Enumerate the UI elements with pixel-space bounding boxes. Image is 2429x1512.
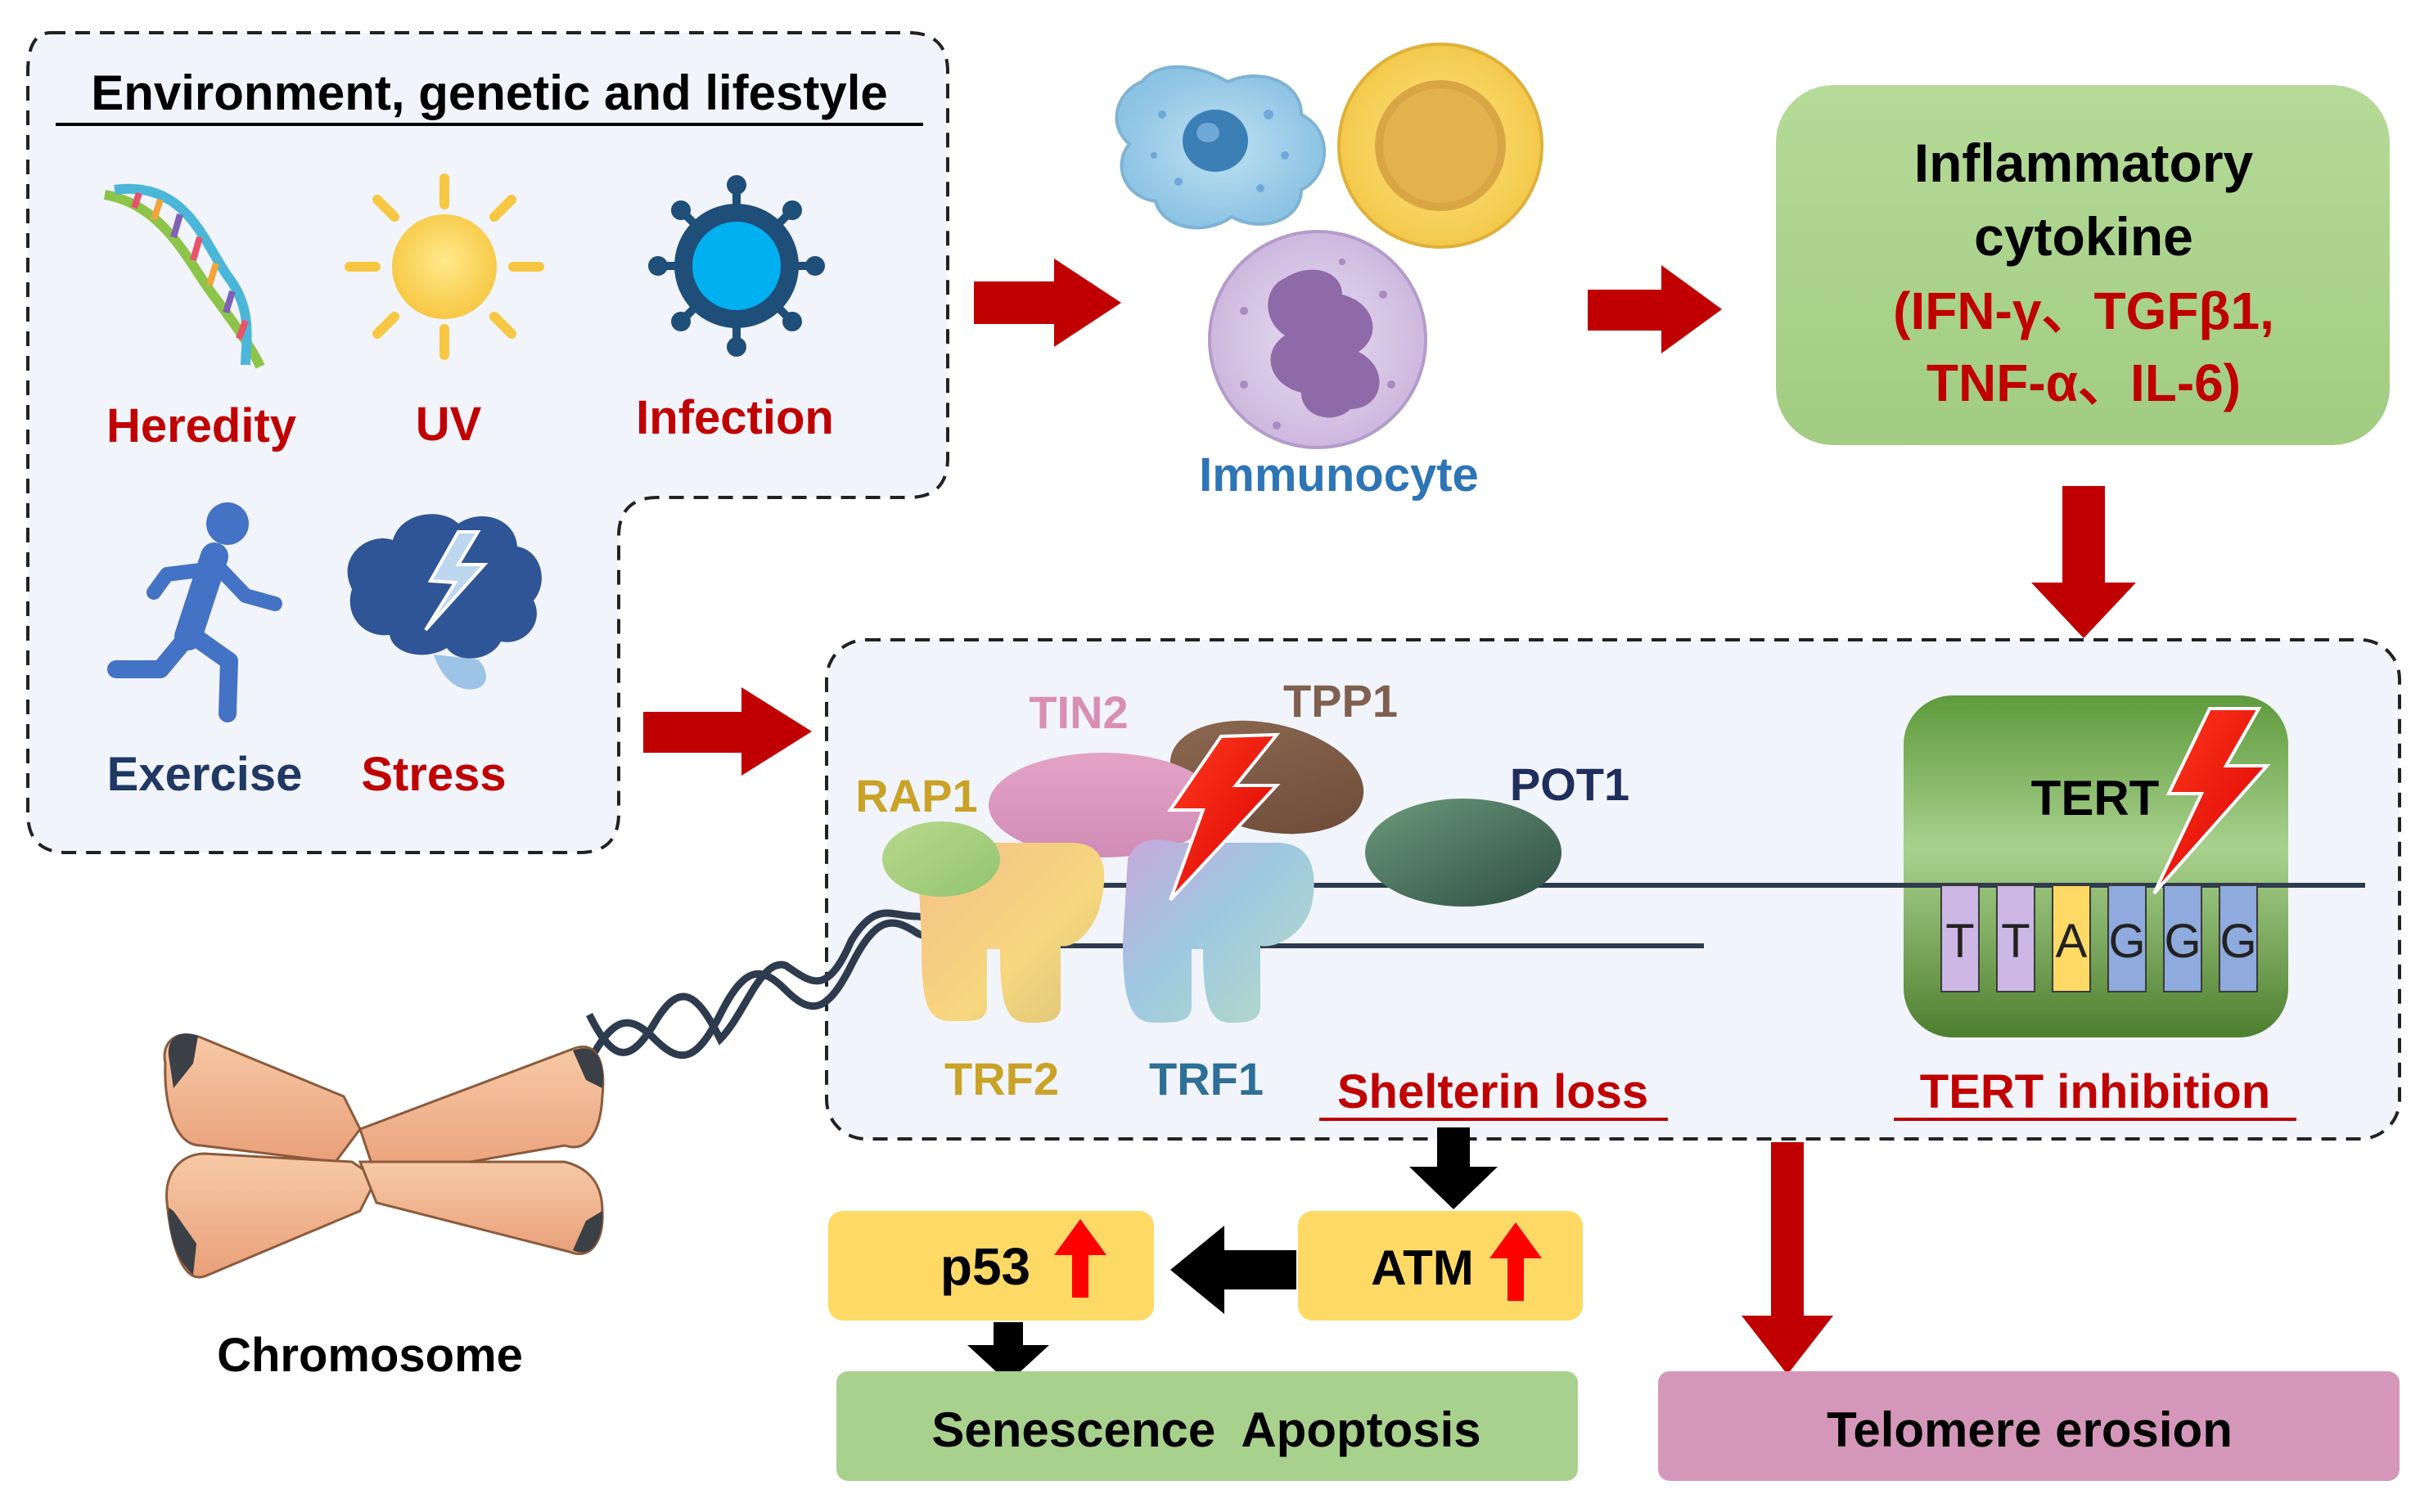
tert-base-box-6: [2219, 884, 2258, 992]
senescence-apoptosis-label: Senescence Apoptosis: [931, 1402, 1480, 1457]
tert-base-box-2: [1996, 884, 2035, 992]
telomere-erosion-label: Telomere erosion: [1827, 1402, 2233, 1457]
senescence-apoptosis-box: [836, 1371, 1578, 1481]
runner-icon: [107, 502, 282, 722]
tert-base-box-3: [2052, 884, 2091, 992]
cytokine-list-line1: (IFN-γ、TGFβ1,: [1893, 281, 2274, 340]
chromosome-label: Chromosome: [217, 1329, 523, 1382]
stress-label: Stress: [361, 748, 506, 801]
macrophage-cell-icon: [1115, 65, 1327, 230]
cytokine-title-line1: Inflammatory: [1914, 133, 2254, 193]
arrow-p53-to-senescence: [967, 1322, 1049, 1383]
telomere-erosion-box: [1658, 1371, 2400, 1481]
tert-label: TERT: [2031, 771, 2160, 826]
tert-base-letter-1: T: [1945, 915, 1974, 968]
tert-base-letter-2: T: [2001, 915, 2030, 968]
immunocyte-label: Immunocyte: [1199, 448, 1479, 502]
trf1-label: TRF1: [1149, 1053, 1264, 1105]
sun-icon: [345, 173, 544, 360]
rap1-label: RAP1: [855, 770, 977, 821]
tert-base-letter-4: G: [2108, 915, 2145, 968]
cytokine-box: [1776, 85, 2390, 445]
shelterin-loss-label: Shelterin loss: [1337, 1065, 1648, 1118]
dna-icon: [103, 183, 265, 369]
arrow-atm-to-p53: [1170, 1226, 1296, 1314]
tert-base-letter-5: G: [2164, 915, 2201, 968]
arrow-factors-to-telomere: [643, 687, 812, 776]
tin2-protein: [989, 753, 1218, 857]
arrow-shelterin-to-atm: [1409, 1127, 1498, 1209]
exercise-label: Exercise: [107, 748, 303, 801]
neutrophil-cell-icon: [1208, 230, 1427, 449]
tert-base-box-5: [2163, 884, 2202, 992]
dna-helix-strand: [585, 898, 962, 1064]
arrow-tert-to-erosion: [1742, 1142, 1833, 1375]
rap1-protein: [882, 821, 1000, 897]
cytokine-title-line2: cytokine: [1974, 206, 2193, 267]
tert-base-box-1: [1940, 884, 1980, 992]
arrow-factors-to-immunocyte: [974, 259, 1121, 347]
brain-lightning-icon: [347, 514, 542, 690]
virus-icon: [648, 175, 825, 357]
chromosome-icon: [163, 1033, 605, 1279]
arrow-immunocyte-to-cytokine: [1588, 265, 1722, 353]
atm-up-arrow-icon: [1489, 1222, 1542, 1301]
tin2-label: TIN2: [1029, 686, 1128, 738]
arrow-cytokine-to-tert: [2031, 486, 2136, 638]
shelterin-complex: [882, 720, 1562, 1023]
trf1-protein: [1123, 839, 1314, 1023]
factors-title: Environment, genetic and lifestyle: [91, 65, 888, 120]
trf2-label: TRF2: [944, 1053, 1059, 1105]
shelterin-lightning-icon: [1167, 732, 1281, 902]
p53-up-arrow-icon: [1054, 1219, 1106, 1298]
tpp1-label: TPP1: [1283, 675, 1398, 727]
pot1-label: POT1: [1510, 758, 1629, 810]
tert-lightning-icon: [2152, 707, 2271, 895]
tert-inhibition-label: TERT inhibition: [1920, 1065, 2270, 1118]
tert-base-letter-3: A: [2056, 915, 2088, 968]
tert-base-letter-6: G: [2219, 915, 2256, 968]
uv-label: UV: [416, 398, 482, 451]
lymphocyte-cell-icon: [1337, 43, 1543, 249]
cytokine-list-line2: TNF-α、IL-6): [1927, 353, 2241, 412]
atm-label: ATM: [1371, 1240, 1474, 1295]
p53-label: p53: [940, 1237, 1030, 1296]
tert-base-box-4: [2107, 884, 2147, 992]
heredity-label: Heredity: [106, 399, 296, 452]
pot1-protein: [1365, 799, 1562, 907]
infection-label: Infection: [636, 391, 834, 444]
